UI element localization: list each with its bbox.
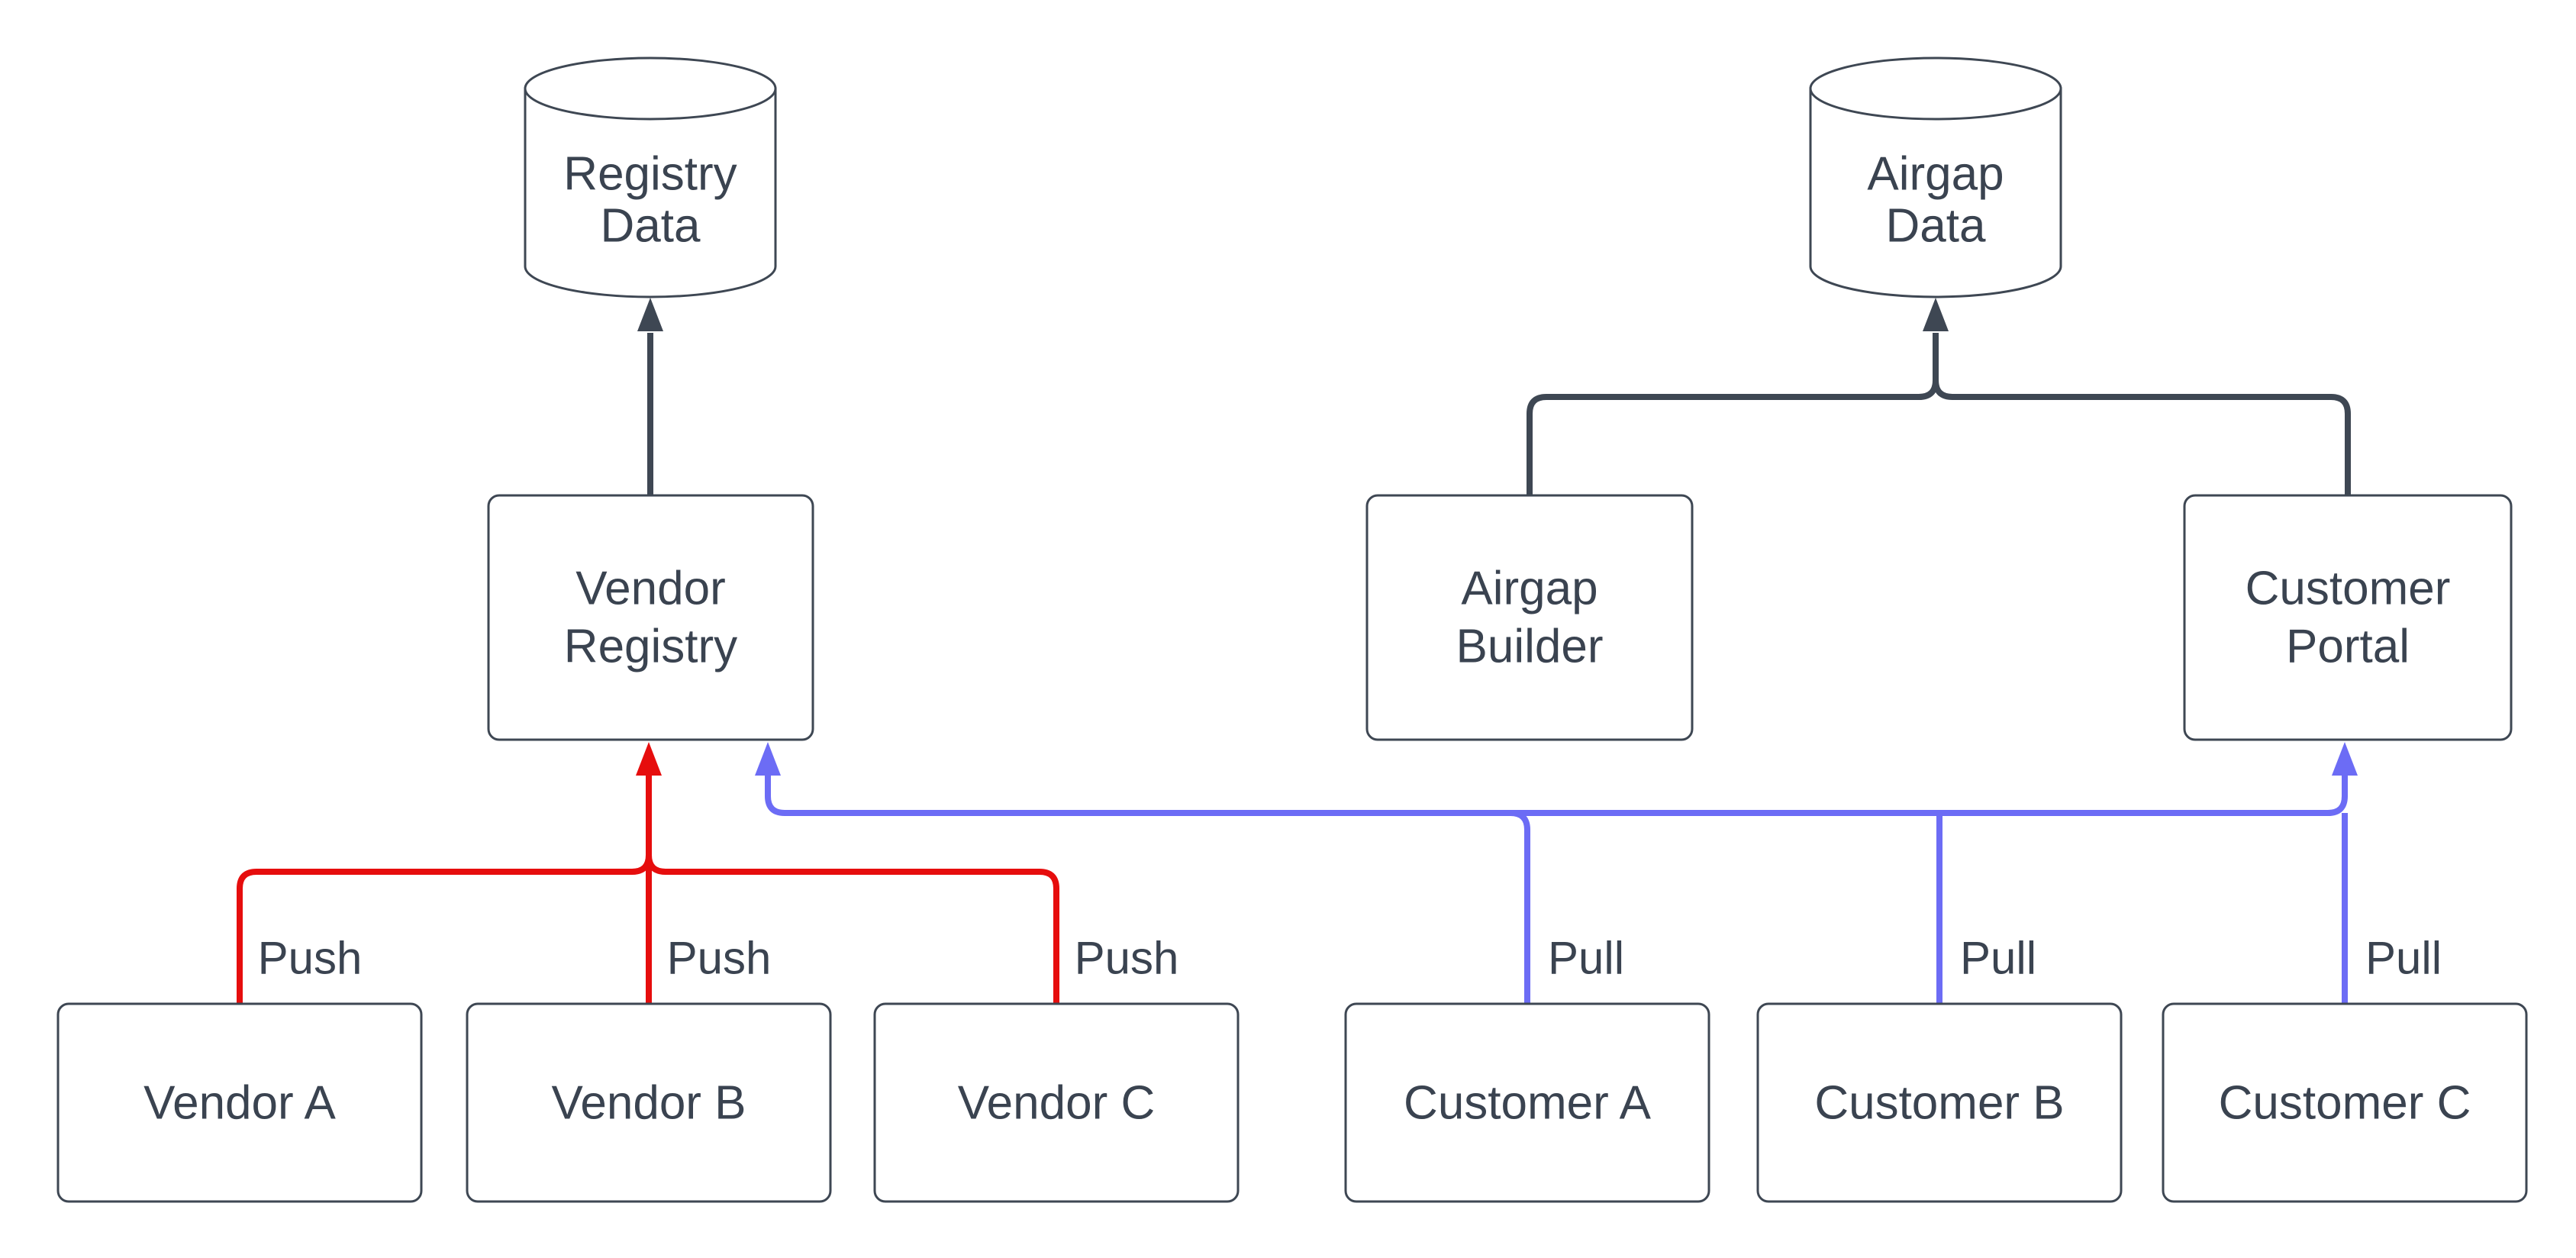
node-label: Airgap <box>1461 563 1598 615</box>
edge-label-layer: Push Push Push Pull Pull Pull <box>258 933 2442 984</box>
edge-customer-portal-to-airgap-data <box>1933 379 2351 495</box>
node-box <box>1344 1002 1710 1203</box>
node-layer: RegistryDataAirgapDataVendorRegistryAirg… <box>56 56 2528 1203</box>
edge-vendor-registry-to-registry-data <box>637 298 663 495</box>
node-label: Data <box>601 200 701 253</box>
edge-customer-a-to-vendor-registry <box>755 742 1530 1004</box>
pull-label-customer-a: Pull <box>1548 933 1624 984</box>
node-customer-c: Customer C <box>2162 1002 2528 1203</box>
node-label: Customer <box>2246 563 2451 615</box>
node-label: Data <box>1886 200 1986 253</box>
node-vendor-c: Vendor C <box>873 1002 1240 1203</box>
node-label: Vendor A <box>143 1077 336 1130</box>
push-label-vendor-b: Push <box>667 933 772 984</box>
node-label: Customer A <box>1404 1077 1652 1130</box>
cylinder-body <box>524 87 777 298</box>
pull-label-customer-c: Pull <box>2365 933 2442 984</box>
cylinder-top <box>524 56 777 121</box>
push-label-vendor-a: Push <box>258 933 363 984</box>
push-label-vendor-c: Push <box>1075 933 1179 984</box>
node-label: Airgap <box>1867 148 2004 201</box>
node-box <box>1756 1002 2123 1203</box>
node-customer-a: Customer A <box>1344 1002 1710 1203</box>
node-label: Registry <box>564 621 737 673</box>
node-box <box>1365 494 1694 741</box>
edge-vendor-a-to-vendor-registry <box>237 854 652 1004</box>
node-box <box>56 1002 423 1203</box>
arrowhead-icon <box>636 742 662 776</box>
cylinder-top <box>1809 56 2062 121</box>
node-label: Vendor B <box>551 1077 746 1130</box>
arrowhead-icon <box>2332 742 2358 776</box>
node-box <box>466 1002 832 1203</box>
edge-layer <box>237 298 2358 1004</box>
arrowhead-icon <box>637 298 663 331</box>
node-label: Vendor C <box>958 1077 1156 1130</box>
cylinder-body <box>1809 87 2062 298</box>
node-label: Customer B <box>1814 1077 2064 1130</box>
edge-vendor-b-to-vendor-registry <box>636 742 662 1004</box>
edge-vendor-c-to-vendor-registry <box>646 854 1059 1004</box>
edge-pull-bus-to-customer-portal <box>1510 742 2358 816</box>
node-label: Portal <box>2286 621 2410 673</box>
edge-airgap-builder-to-airgap-data <box>1527 298 1949 495</box>
arrowhead-icon <box>1923 298 1949 331</box>
node-vendor-b: Vendor B <box>466 1002 832 1203</box>
node-box <box>873 1002 1240 1203</box>
node-label: Builder <box>1456 621 1604 673</box>
node-box <box>487 494 814 741</box>
arrowhead-icon <box>755 742 781 776</box>
node-label: Customer C <box>2219 1077 2471 1130</box>
pull-label-customer-b: Pull <box>1960 933 2036 984</box>
node-box <box>2162 1002 2528 1203</box>
node-vendor-a: Vendor A <box>56 1002 423 1203</box>
node-label: Registry <box>563 148 737 201</box>
node-box <box>2183 494 2513 741</box>
node-label: Vendor <box>575 563 726 615</box>
node-customer-b: Customer B <box>1756 1002 2123 1203</box>
